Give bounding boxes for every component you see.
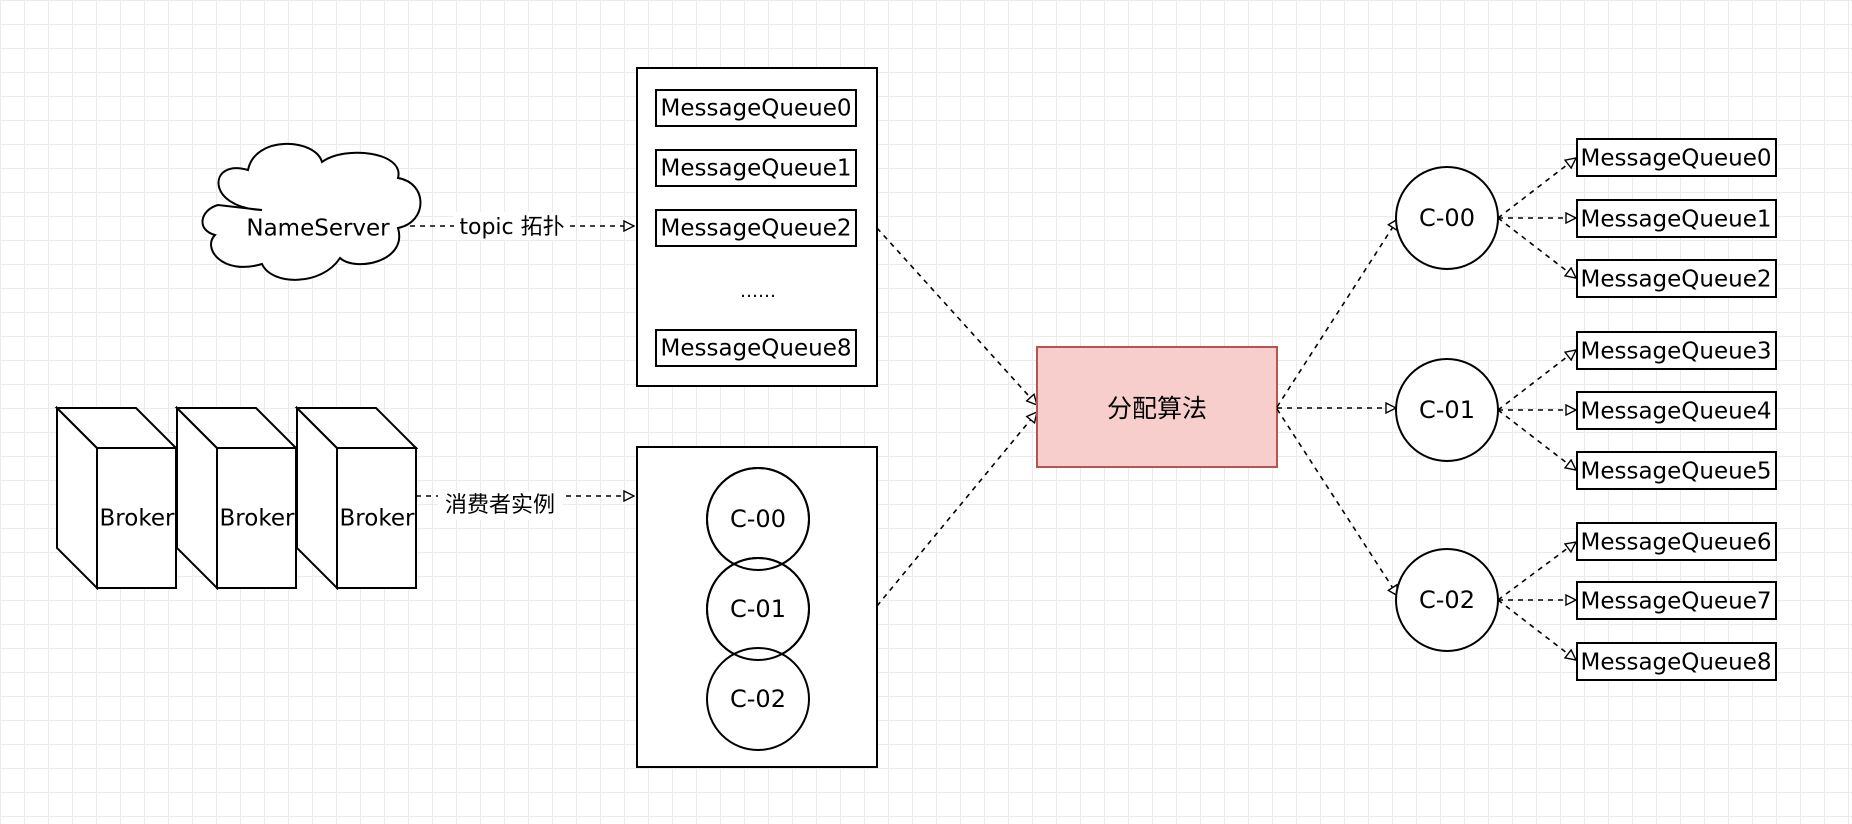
edge-queues-to-algorithm — [876, 227, 1037, 405]
consumer-label: C-02 — [730, 685, 786, 713]
message-queue-box[interactable] — [1576, 451, 1777, 490]
message-queue-label: MessageQueue3 — [1581, 339, 1772, 365]
assignment-group: C-02 MessageQueue6 MessageQueue7 Message… — [1395, 522, 1777, 681]
consumer-circle[interactable] — [1395, 548, 1499, 652]
consumer-circle[interactable] — [1395, 166, 1499, 270]
message-queue-box[interactable] — [655, 149, 857, 187]
edge-label-bg — [454, 212, 570, 240]
message-queue-box[interactable] — [1576, 642, 1777, 681]
consumer-panel: C-00 C-01 C-02 — [636, 446, 878, 768]
broker-label: Broker — [100, 506, 175, 532]
message-queue-label: MessageQueue4 — [1581, 399, 1772, 425]
name-server-label: NameServer — [246, 216, 390, 242]
message-queue-box[interactable] — [655, 89, 857, 127]
consumer-label: C-00 — [730, 505, 786, 533]
edge-consumer-to-queue — [1497, 542, 1576, 601]
edge-algorithm-to-consumer — [1276, 408, 1398, 596]
message-queue-label: MessageQueue1 — [661, 156, 852, 182]
consumer-circle[interactable] — [706, 647, 810, 751]
broker-node[interactable]: Broker — [294, 405, 419, 591]
broker-label: Broker — [220, 506, 295, 532]
ellipsis-text: …… — [740, 281, 776, 302]
message-queue-box[interactable] — [1576, 199, 1777, 238]
topic-queue-panel: MessageQueue0 MessageQueue1 MessageQueue… — [636, 67, 878, 387]
message-queue-label: MessageQueue8 — [661, 336, 852, 362]
message-queue-box[interactable] — [1576, 259, 1777, 298]
consumer-label: C-02 — [1419, 586, 1475, 614]
message-queue-box[interactable] — [1576, 522, 1777, 561]
message-queue-label: MessageQueue2 — [661, 216, 852, 242]
cloud-shape — [201, 142, 422, 281]
broker-node[interactable]: Broker — [54, 405, 179, 591]
topic-topology-label: topic 拓扑 — [459, 215, 564, 240]
consumer-circle-outline — [706, 467, 810, 571]
message-queue-label: MessageQueue5 — [1581, 459, 1772, 485]
message-queue-box[interactable] — [1576, 331, 1777, 370]
edge-consumers-to-algorithm — [876, 412, 1037, 607]
message-queue-label: MessageQueue6 — [1581, 530, 1772, 556]
edge-label-bg — [438, 492, 562, 520]
algorithm-box — [1036, 346, 1278, 468]
message-queue-label: MessageQueue8 — [1581, 650, 1772, 676]
message-queue-box[interactable] — [1576, 138, 1777, 177]
allocation-algorithm-node[interactable]: 分配算法 — [1036, 346, 1278, 468]
broker-node[interactable]: Broker — [174, 405, 299, 591]
consumer-label: C-01 — [730, 595, 786, 623]
consumer-circle[interactable] — [1395, 358, 1499, 462]
edge-consumer-to-queue — [1497, 599, 1576, 660]
assignment-group: C-01 MessageQueue3 MessageQueue4 Message… — [1395, 331, 1777, 490]
consumer-instances-label: 消费者实例 — [445, 493, 555, 518]
name-server-node[interactable]: NameServer — [201, 142, 422, 281]
message-queue-box[interactable] — [1576, 391, 1777, 430]
assignment-group: C-00 MessageQueue0 MessageQueue1 Message… — [1395, 138, 1777, 298]
consumer-label: C-00 — [1419, 204, 1475, 232]
consumer-circle-outline — [706, 557, 810, 661]
edge-consumer-to-queue — [1497, 217, 1576, 278]
edge-consumer-to-queue — [1497, 350, 1576, 411]
broker-label: Broker — [340, 506, 415, 532]
message-queue-box[interactable] — [655, 209, 857, 247]
edge-algorithm-to-consumer — [1276, 219, 1398, 408]
message-queue-label: MessageQueue7 — [1581, 589, 1772, 615]
message-queue-label: MessageQueue1 — [1581, 207, 1772, 233]
consumer-label: C-01 — [1419, 396, 1475, 424]
message-queue-label: MessageQueue0 — [1581, 146, 1772, 172]
message-queue-label: MessageQueue2 — [1581, 267, 1772, 293]
message-queue-box[interactable] — [1576, 581, 1777, 620]
edge-consumer-to-queue — [1497, 409, 1576, 470]
message-queue-box[interactable] — [655, 329, 857, 367]
algorithm-label: 分配算法 — [1107, 394, 1207, 423]
message-queue-label: MessageQueue0 — [661, 96, 852, 122]
edge-consumer-to-queue — [1497, 158, 1576, 219]
